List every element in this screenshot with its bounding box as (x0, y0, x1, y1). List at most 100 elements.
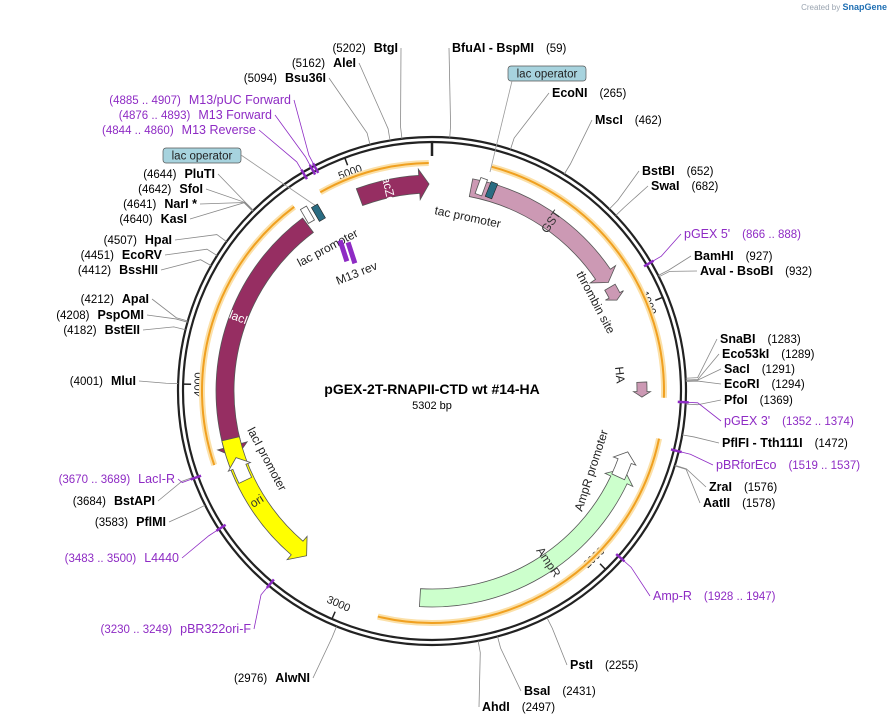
primer-laci-r-name: LacI-R (138, 472, 175, 486)
enzyme-nari[interactable]: (4641)NarI * (123, 197, 254, 212)
primer-l4440-label: (3483 .. 3500)L4440 (65, 551, 179, 565)
enzyme-aatii-label: AatII(1578) (703, 496, 776, 510)
enzyme-pfoi-name: PfoI (724, 393, 748, 407)
primer-l4440[interactable]: (3483 .. 3500)L4440 (65, 523, 227, 565)
plasmid-name: pGEX-2T-RNAPII-CTD wt #14-HA (324, 381, 539, 397)
enzyme-btgi[interactable]: (5202)BtgI (332, 41, 403, 139)
enzyme-ecorv-pos: (4451) (81, 250, 114, 262)
enzyme-apai-pos: (4212) (81, 294, 114, 306)
tick-5000 (344, 157, 349, 166)
enzyme-saci[interactable]: SacI(1291) (685, 362, 795, 382)
enzyme-ecorv-name: EcoRV (122, 248, 163, 262)
primer-pgex-3-name: pGEX 3' (724, 414, 770, 428)
enzyme-pflmi[interactable]: (3583)PflMI (95, 504, 206, 529)
enzyme-alei-name: AleI (333, 56, 356, 70)
enzyme-swai-label: SwaI(682) (651, 179, 719, 193)
enzyme-pflfi-tth111i[interactable]: PflFI - Tth111I(1472) (682, 434, 848, 450)
enzyme-bamhi[interactable]: BamHI(927) (658, 249, 773, 276)
enzyme-pflmi-pos: (3583) (95, 517, 128, 529)
orf-arc-0 (319, 162, 429, 194)
enzyme-btgi-leader (400, 47, 403, 139)
primer-pbrforeco-name: pBRforEco (716, 458, 776, 472)
enzyme-bsu36i[interactable]: (5094)Bsu36I (244, 71, 371, 145)
primer-m13-puc-forward[interactable]: (4885 .. 4907)M13/pUC Forward (109, 93, 320, 174)
enzyme-bamhi-pos: (927) (746, 251, 773, 263)
enzyme-eco53ki[interactable]: Eco53kI(1289) (685, 347, 815, 381)
primer-pgex-3-leader (685, 401, 722, 422)
enzyme-psti-pos: (2255) (605, 660, 638, 672)
enzyme-bsu36i-name: Bsu36I (285, 71, 326, 85)
enzyme-pfoi[interactable]: PfoI(1369) (685, 393, 793, 407)
enzyme-swai[interactable]: SwaI(682) (615, 179, 719, 216)
enzyme-ecori-leader (685, 380, 722, 385)
primer-laci-r[interactable]: (3670 .. 3689) LacI-R (59, 472, 202, 486)
primer-m13-reverse[interactable]: (4844 .. 4860)M13 Reverse (102, 123, 309, 180)
primer-pgex-3[interactable]: pGEX 3'(1352 .. 1374) (677, 400, 854, 428)
enzyme-bfuai-bspmi-pos: (59) (546, 43, 567, 55)
m13-rev: M13 rev (334, 239, 379, 288)
enzyme-msci-leader (563, 119, 593, 175)
enzyme-pspomi-label: (4208)PspOMI (56, 308, 144, 322)
enzyme-pspomi-leader (146, 314, 188, 323)
plasmid-size: 5302 bp (412, 400, 452, 412)
enzyme-zrai[interactable]: ZraI(1576) (674, 464, 777, 494)
enzyme-btgi-label: (5202)BtgI (332, 41, 398, 55)
enzyme-swai-pos: (682) (692, 181, 719, 193)
primer-pgex-5[interactable]: pGEX 5'(866 .. 888) (643, 227, 801, 268)
enzyme-kasi-leader (189, 202, 253, 220)
enzyme-ahdi[interactable]: AhdI(2497) (477, 640, 555, 714)
enzyme-sites: (5202)BtgI(5162)AleI(5094)Bsu36I BfuAI - … (56, 41, 848, 714)
enzyme-ecorv[interactable]: (4451) EcoRV (81, 248, 218, 262)
enzyme-bsteii[interactable]: (4182)BstEII (63, 323, 186, 337)
primer-m13-reverse-label: (4844 .. 4860)M13 Reverse (102, 123, 256, 137)
enzyme-ecorv-leader (164, 248, 218, 256)
enzyme-msci[interactable]: MscI(462) (563, 113, 662, 175)
enzyme-psti[interactable]: PstI(2255) (546, 617, 638, 672)
enzyme-bstbi[interactable]: BstBI(652) (609, 164, 714, 210)
enzyme-kasi-pos: (4640) (119, 214, 152, 226)
enzyme-mlui[interactable]: (4001)MluI (70, 374, 179, 388)
enzyme-pluti[interactable]: (4644)PluTI (143, 167, 254, 211)
tac-promoter-label: tac promoter (433, 203, 502, 231)
enzyme-bfuai-bspmi[interactable]: BfuAI - BspMI(59) (448, 41, 567, 138)
primer-m13-forward-label: (4876 .. 4893)M13 Forward (119, 108, 272, 122)
primer-m13-puc-forward-name: M13/pUC Forward (189, 93, 291, 107)
primer-amp-r-name: Amp-R (653, 589, 692, 603)
primer-m13-forward[interactable]: (4876 .. 4893)M13 Forward (119, 108, 317, 176)
enzyme-zrai-pos: (1576) (744, 482, 777, 494)
enzyme-ecori-pos: (1294) (771, 379, 804, 391)
primer-pbrforeco[interactable]: pBRforEco(1519 .. 1537) (670, 448, 860, 472)
laci-arrow-label: lacI (227, 308, 249, 328)
enzyme-aatii[interactable]: AatII(1578) (674, 465, 776, 510)
orf-arcs (199, 160, 667, 626)
enzyme-bsai-pos: (2431) (562, 686, 595, 698)
snapgene-credit: Created by SnapGene (801, 2, 887, 12)
enzyme-hpai[interactable]: (4507)HpaI (104, 233, 227, 247)
primer-amp-r-pos: (1928 .. 1947) (704, 591, 776, 603)
credit-prefix: Created by (801, 3, 841, 12)
enzyme-bstapi-name: BstAPI (114, 494, 155, 508)
enzyme-econi[interactable]: EcoNI(265) (510, 86, 626, 150)
enzyme-alwni[interactable]: (2976)AlwNI (234, 626, 337, 685)
enzyme-bfuai-bspmi-leader (448, 47, 451, 138)
enzyme-sfoi-name: SfoI (179, 182, 203, 196)
enzyme-bsshii[interactable]: (4412)BssHII (78, 259, 212, 277)
enzyme-snabi[interactable]: SnaBI(1283) (685, 332, 801, 379)
enzyme-apai[interactable]: (4212) ApaI (81, 292, 188, 322)
primer-pbr322ori-f[interactable]: (3230 .. 3249)pBR322ori-F (101, 578, 275, 636)
enzyme-avai-bsobi[interactable]: AvaI - BsoBI(932) (658, 264, 812, 278)
enzyme-alei[interactable]: (5162)AleI (292, 56, 391, 141)
enzyme-ecori[interactable]: EcoRI(1294) (685, 377, 805, 391)
enzyme-pspomi[interactable]: (4208)PspOMI (56, 308, 188, 323)
enzyme-avai-bsobi-leader (658, 270, 698, 278)
primer-amp-r[interactable]: Amp-R (1928 .. 1947) (615, 553, 776, 603)
enzyme-bsu36i-leader (328, 77, 371, 145)
enzyme-bstapi[interactable]: (3684)BstAPI (73, 476, 194, 508)
enzyme-swai-leader (615, 185, 649, 216)
enzyme-apai-name: ApaI (122, 292, 149, 306)
ha-arrow (632, 381, 652, 398)
enzyme-mlui-leader (138, 380, 179, 385)
enzyme-bsai[interactable]: BsaI(2431) (497, 636, 596, 698)
enzyme-sfoi[interactable]: (4642)SfoI (138, 182, 254, 212)
primer-laci-r-pos: (3670 .. 3689) (59, 474, 131, 486)
